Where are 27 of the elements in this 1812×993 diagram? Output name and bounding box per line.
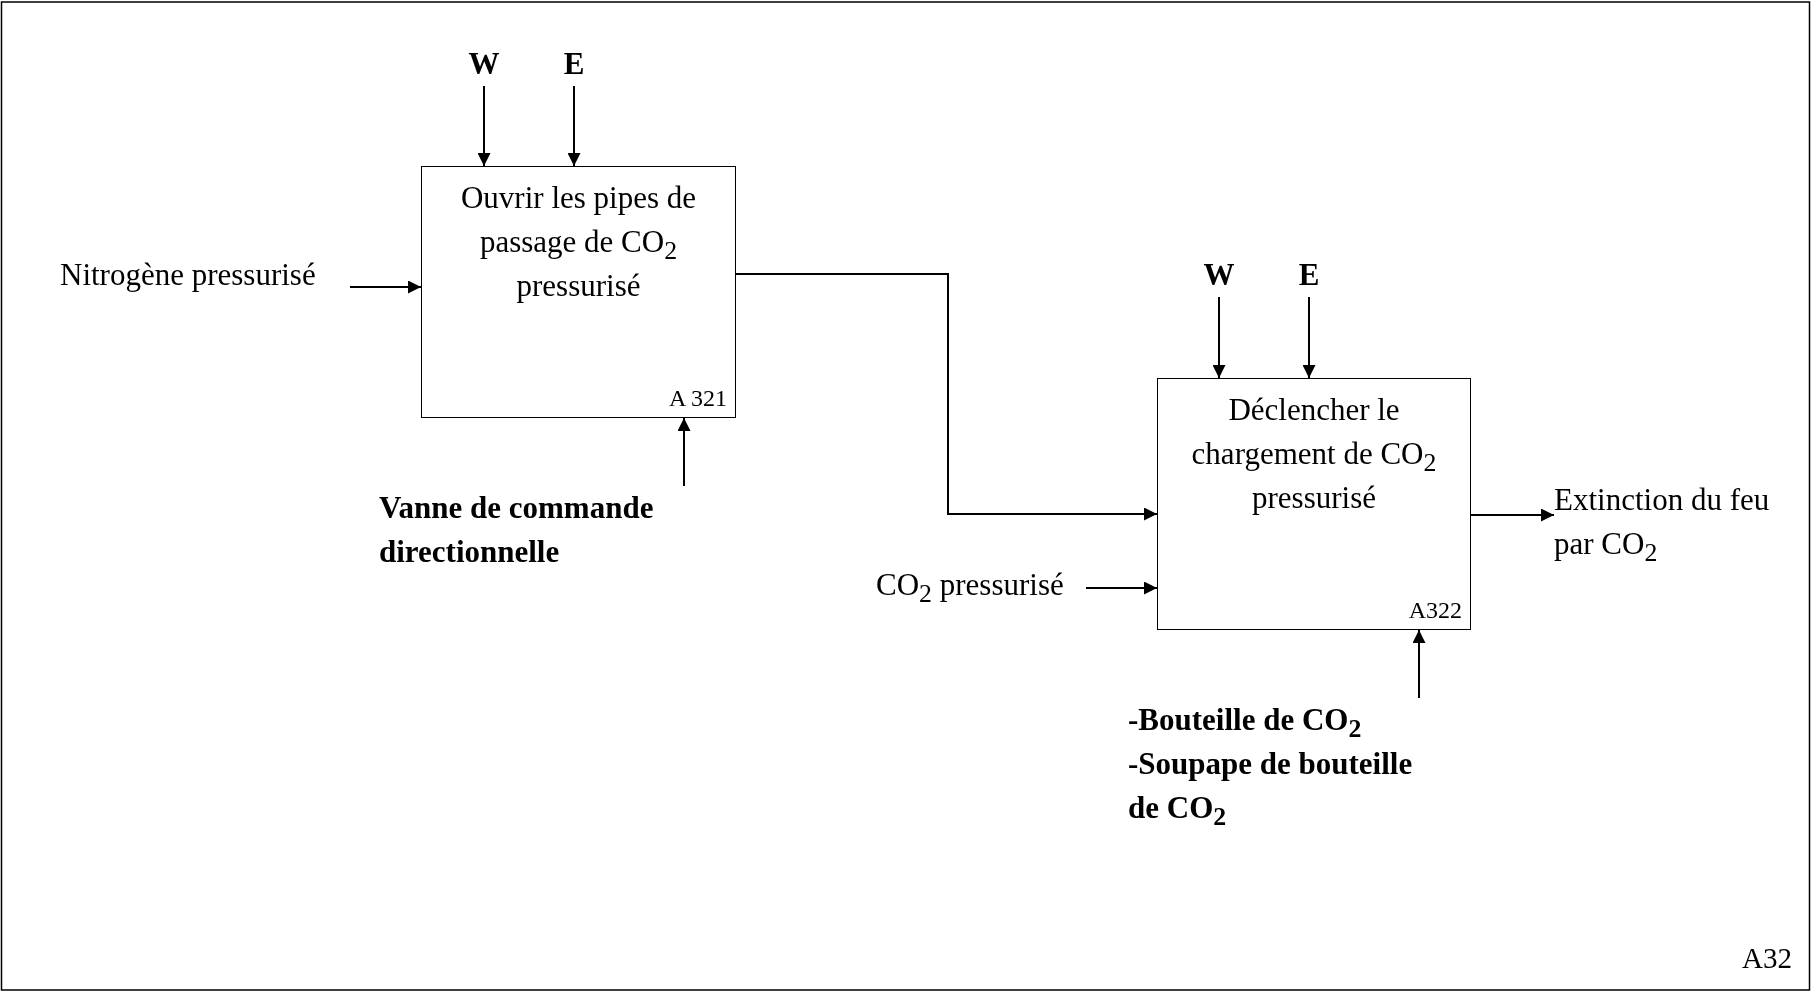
activity-label: Déclencher le chargement de CO$_{2}$ pressurisé xyxy=(1190,391,1438,517)
flow-label: W xyxy=(1202,256,1236,294)
arrow xyxy=(1212,296,1226,379)
arrow xyxy=(1085,581,1158,595)
activity-label: Ouvrir les pipes de passage de CO$_{2}$ pressurisé xyxy=(460,179,697,305)
arrow xyxy=(349,280,422,294)
flow-label: Nitrogène pressurisé xyxy=(60,256,317,294)
arrow xyxy=(477,85,491,167)
flow-label: -Soupape de bouteille de CO$_{2}$ xyxy=(1128,745,1414,830)
arrow xyxy=(1302,296,1316,379)
flow-label: W xyxy=(467,45,501,83)
arrow xyxy=(1470,508,1555,522)
flow-label: Vanne de commande directionnelle xyxy=(379,489,655,571)
flow-label: E xyxy=(562,45,586,83)
node-code: A322 xyxy=(1408,597,1462,623)
arrow xyxy=(677,417,691,487)
flow-label: Extinction du feu par CO$_{2}$ xyxy=(1554,481,1771,566)
flow-label: CO$_{2}$ pressurisé xyxy=(876,566,1065,607)
node-code: A 321 xyxy=(669,385,727,411)
arrow xyxy=(1412,629,1426,699)
flow-label: -Bouteille de CO$_{2}$ xyxy=(1128,701,1363,742)
activity-box xyxy=(1157,378,1471,630)
arrow xyxy=(735,273,1158,521)
activity-box xyxy=(421,166,736,418)
arrow xyxy=(567,85,581,167)
flow-label: E xyxy=(1297,256,1321,294)
diagram-code: A32 xyxy=(1742,941,1792,976)
